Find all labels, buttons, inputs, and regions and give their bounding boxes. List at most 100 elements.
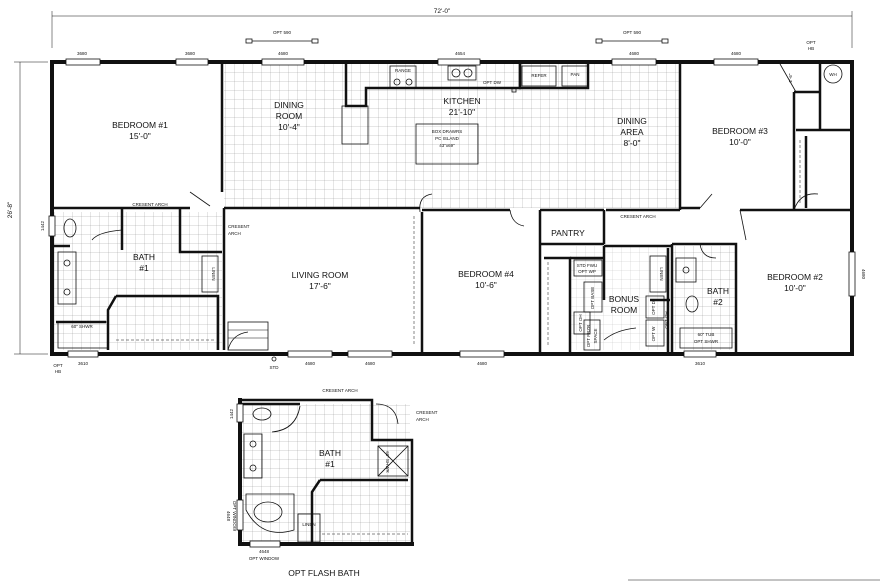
window-tag: 4680: [629, 51, 640, 56]
bedroom4-size: 10'-6": [475, 280, 497, 290]
flash-bath-inset: BATH #1 CRESENT ARCH CRESENT ARCH 60" SH…: [226, 388, 438, 578]
opt-window-tag: OPT 590: [623, 30, 641, 35]
bonus-name1: BONUS: [609, 294, 640, 304]
living-name: LIVING ROOM: [292, 270, 349, 280]
opt-frzr-label: OPT FRZR: [586, 324, 591, 347]
bath2-name1: BATH: [707, 286, 729, 296]
island-label: BOX DRAWRS: [432, 129, 463, 134]
tub-label: 60" TUB: [698, 332, 715, 337]
window-tag: 4680: [278, 51, 289, 56]
kitchen-size: 21'-10": [449, 107, 475, 117]
fixtures: [57, 64, 843, 351]
cresent-arch-label: CRESENT ARCH: [620, 214, 655, 219]
bath1-name2: #1: [139, 263, 149, 273]
overall-width-dimension: 72'-0": [51, 8, 853, 48]
space-label: SPACE: [593, 329, 598, 344]
bedroom3-name: BEDROOM #3: [712, 126, 768, 136]
bedroom3-size: 10'-0": [729, 137, 751, 147]
window-tag: 4680: [731, 51, 742, 56]
flash-arch-label: ARCH: [416, 417, 429, 422]
opt-hb-label: OPT: [806, 40, 816, 45]
depth-dim-label: 26'-8": [7, 201, 14, 218]
pan-label: PAN: [571, 72, 580, 77]
dining-room-name1: DINING: [274, 100, 304, 110]
flash-cresent-label: CRESENT: [416, 410, 438, 415]
room-labels: BEDROOM #1 15'-0" DINING ROOM 10'-4" KIT…: [112, 96, 823, 315]
bedroom4-name: BEDROOM #4: [458, 269, 514, 279]
window-tag: 3610: [695, 361, 706, 366]
kitchen-name: KITCHEN: [443, 96, 480, 106]
linen-label: LINEN: [659, 267, 664, 280]
dim-2-6-label: 2'-6": [788, 73, 793, 82]
shower-label: 60" SHWR: [71, 324, 93, 329]
opt-base-label: OPT BASE: [590, 287, 595, 309]
bath2-name2: #2: [713, 297, 723, 307]
fixture-labels: CRESENT ARCH CRESENT ARCH CRESENT ARCH R…: [71, 68, 837, 347]
bedroom2-size: 10'-0": [784, 283, 806, 293]
cresent-label: CRESENT: [228, 224, 250, 229]
opt-oh-label: OPT OH: [664, 311, 669, 328]
dining-room-name2: ROOM: [276, 111, 302, 121]
pantry-name: PANTRY: [551, 228, 585, 238]
wh-label: WH: [829, 72, 837, 77]
opt-window-tag: OPT 590: [273, 30, 291, 35]
door-swings: [91, 63, 819, 351]
bedroom1-size: 15'-0": [129, 131, 151, 141]
window-tag: 4654: [455, 51, 466, 56]
window-tag: 4680: [365, 361, 376, 366]
tile-floors: [54, 64, 736, 350]
flash-bath-title: OPT FLASH BATH: [288, 568, 359, 578]
dining-area-size: 8'-0": [624, 138, 641, 148]
flash-shower-label: 60" SHWR: [385, 451, 390, 473]
window-tag: 4680: [861, 269, 866, 280]
window-tag: 3680: [77, 51, 88, 56]
hb-label: HB: [808, 46, 814, 51]
window-tag: 1442: [40, 220, 45, 231]
flash-bath-name2: #1: [325, 459, 335, 469]
window-tag: 4680: [305, 361, 316, 366]
opt-d-label: OPT D: [651, 300, 656, 314]
bonus-name2: ROOM: [611, 305, 637, 315]
arch-label: ARCH: [228, 231, 241, 236]
opt-dw-label: OPT DW: [483, 80, 502, 85]
tub-label: OPT SHWR: [694, 339, 719, 344]
window-tag: 3680: [185, 51, 196, 56]
overall-depth-dimension: 26'-8": [7, 61, 48, 355]
opt-hb-label: OPT: [53, 363, 63, 368]
flash-window-tag: 1442: [229, 408, 234, 419]
flash-window-tag: 4648: [226, 511, 231, 522]
cresent-arch-label: CRESENT ARCH: [132, 202, 167, 207]
island-label: PC ISLAND: [435, 136, 460, 141]
hb-label: HB: [55, 369, 61, 374]
flash-opt-window-label: OPT WINDOW: [249, 556, 280, 561]
flash-window-tag: 4648: [259, 549, 270, 554]
dining-area-name2: AREA: [620, 127, 643, 137]
std-fwu-label: STD FWU: [577, 263, 598, 268]
opt-oh-label: OPT OH: [578, 314, 583, 331]
bedroom1-name: BEDROOM #1: [112, 120, 168, 130]
std-label: STD: [270, 365, 280, 370]
island-label: 43"x69": [439, 143, 455, 148]
opt-wp-label: OPT WP: [578, 269, 596, 274]
exterior-walls: [48, 58, 856, 358]
bath1-name1: BATH: [133, 252, 155, 262]
bottom-window-tags: 3610 4680 4680 4680 3610 1442 4680 OPT H…: [40, 220, 866, 374]
flash-opt-window-label: OPT WINDOW: [232, 501, 237, 532]
width-dim-label: 72'-0": [434, 8, 451, 15]
flash-cresent-arch-label: CRESENT ARCH: [322, 388, 357, 393]
window-tag: 4680: [477, 361, 488, 366]
interior-walls: [54, 64, 852, 352]
window-tag: 3610: [78, 361, 89, 366]
range-label: RANGE: [395, 68, 411, 73]
dining-area-name1: DINING: [617, 116, 647, 126]
flash-linen-label: LINEN: [302, 522, 315, 527]
top-window-tags: 3680 3680 4680 4654 4680 4680 OPT 590 OP…: [77, 30, 816, 56]
refer-label: REFER: [531, 73, 547, 78]
opt-w-label: OPT W: [651, 326, 656, 341]
bedroom2-name: BEDROOM #2: [767, 272, 823, 282]
flash-bath-name1: BATH: [319, 448, 341, 458]
linen-label: LINEN: [211, 267, 216, 280]
dining-room-size: 10'-4": [278, 122, 300, 132]
living-size: 17'-6": [309, 281, 331, 291]
